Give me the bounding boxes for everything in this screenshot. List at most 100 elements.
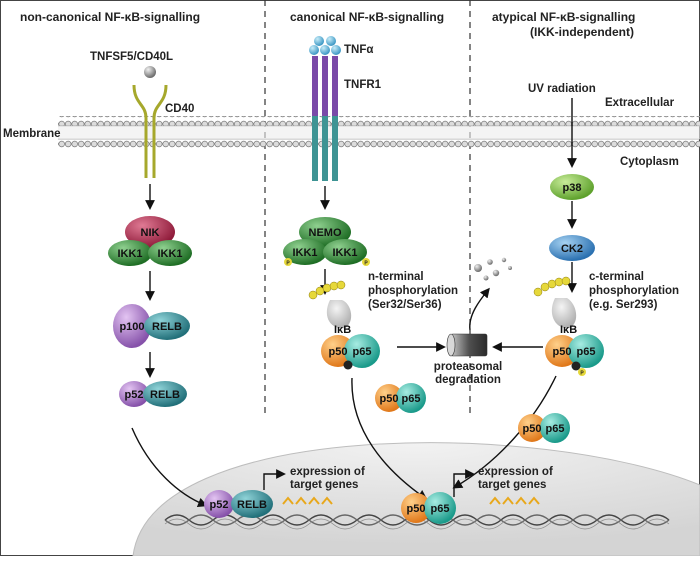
ubiquitin-chain — [533, 276, 571, 297]
p65-protein — [344, 334, 380, 368]
relb-protein-2 — [143, 381, 187, 407]
expression-label-2b: target genes — [478, 479, 546, 491]
ikk1-protein-a — [108, 240, 152, 266]
p52-label: p52 — [125, 389, 144, 401]
relb-label-2: RELB — [150, 389, 180, 401]
ikk1-label-c: IKK1 — [292, 247, 317, 259]
cytoplasm-label: Cytoplasm — [620, 156, 679, 168]
p50-label: p50 — [553, 346, 572, 358]
ikb-p50-p65-complex-canonical: IκB p50 p65 — [308, 280, 380, 370]
nik-ikk-complex: NIK IKK1 IKK1 — [108, 216, 192, 266]
ikk1-label-a: IKK1 — [117, 248, 142, 260]
header-noncanonical: non-canonical NF-κB-signalling — [20, 10, 200, 24]
p52-protein — [119, 381, 149, 407]
ubiquitin-chain — [308, 280, 346, 300]
ikb-p50-p65-complex-atypical: IκB p50 p65 P — [533, 276, 604, 377]
arrow-degradation-products — [469, 287, 490, 331]
phospho-label: P — [364, 261, 368, 267]
expression-label-1a: expression of — [290, 466, 365, 478]
header-canonical: canonical NF-κB-signalling — [290, 10, 444, 24]
p65-label: p65 — [577, 346, 596, 358]
phospho-label: P — [286, 261, 290, 267]
p65-label: p65 — [546, 423, 565, 435]
tnfr1-receptor — [312, 56, 338, 181]
tnf-alpha-label: TNFα — [344, 44, 373, 56]
nterm-phos-label-1: n-terminal — [368, 271, 424, 283]
relb-label: RELB — [152, 321, 182, 333]
expression-label-2a: expression of — [478, 466, 553, 478]
cd40l-label: TNFSF5/CD40L — [90, 51, 173, 63]
p50-label: p50 — [329, 346, 348, 358]
nik-protein — [125, 216, 175, 248]
cterm-phos-label-3: (e.g. Ser293) — [589, 299, 658, 311]
ikk1-protein-d — [323, 239, 367, 265]
p52-relb-complex: p52 RELB — [119, 381, 187, 407]
p100-relb-complex: p100 RELB — [113, 304, 190, 348]
free-p50-p65-dimer-2: p50 p65 — [518, 413, 570, 443]
p65-label: p65 — [402, 393, 421, 405]
arrow-p50p65-nucleus-canonical — [351, 377, 428, 500]
cd40l-ligand — [144, 66, 156, 78]
cell-membrane — [58, 116, 700, 149]
p50-label: p50 — [407, 503, 426, 515]
ikb-protein — [326, 300, 352, 329]
degradation-label-1: proteasomal — [434, 361, 502, 373]
transcription-arrow-1 — [263, 469, 286, 490]
phospho-marker — [284, 258, 292, 266]
ikb-label: IκB — [334, 324, 351, 336]
ikk1-label-d: IKK1 — [332, 247, 357, 259]
p52-label: p52 — [210, 499, 229, 511]
p50-p65-dna-bound: p50 p65 — [401, 492, 456, 524]
phospho-label: P — [580, 371, 584, 377]
free-p50-p65-dimer-1: p50 p65 — [375, 383, 426, 413]
p65-label: p65 — [431, 503, 450, 515]
ikk1-protein-c — [283, 239, 327, 265]
extracellular-label: Extracellular — [605, 97, 675, 109]
mrna-2 — [489, 496, 540, 505]
header-atypical: atypical NF-κB-signalling — [492, 10, 635, 24]
ck2-protein — [549, 235, 595, 261]
cterm-phos-label-2: phosphorylation — [589, 285, 679, 297]
nemo-protein — [299, 217, 351, 247]
cd40-receptor — [132, 84, 168, 178]
relb-protein — [144, 312, 190, 340]
p50-label: p50 — [380, 393, 399, 405]
ikk1-protein-b — [148, 240, 192, 266]
header-atypical-sub: (IKK-independent) — [530, 25, 634, 39]
expression-label-1b: target genes — [290, 479, 358, 491]
transcription-arrow-2 — [453, 469, 475, 497]
uv-radiation-label: UV radiation — [528, 83, 596, 95]
tnfr1-label: TNFR1 — [344, 79, 382, 91]
membrane-label: Membrane — [3, 128, 61, 140]
p38-label: p38 — [563, 182, 582, 194]
phospho-marker — [578, 368, 586, 376]
nterm-phos-label-3: (Ser32/Ser36) — [368, 299, 442, 311]
ikb-protein — [551, 298, 577, 329]
nemo-ikk-complex: NEMO IKK1 IKK1 P P — [283, 217, 370, 267]
phospho-marker — [362, 258, 370, 266]
p50-label: p50 — [523, 423, 542, 435]
cd40-label: CD40 — [165, 103, 194, 115]
arrow-p52-nucleus — [131, 427, 208, 507]
ikb-label: IκB — [560, 324, 577, 336]
nik-label: NIK — [141, 227, 160, 239]
p100-label: p100 — [119, 321, 144, 333]
nterm-phos-label-2: phosphorylation — [368, 285, 458, 297]
tnf-alpha-ligand — [309, 36, 341, 55]
degradation-label-2: degradation — [435, 374, 501, 386]
p65-label: p65 — [353, 346, 372, 358]
nemo-label: NEMO — [309, 227, 342, 239]
p65-protein — [568, 334, 604, 368]
cterm-phos-label-1: c-terminal — [589, 271, 644, 283]
ck2-label: CK2 — [561, 243, 583, 255]
ikk1-label-b: IKK1 — [157, 248, 182, 260]
p100-protein — [113, 304, 151, 348]
relb-label: RELB — [237, 499, 267, 511]
p38-protein — [550, 174, 594, 200]
proteasome-cylinder — [446, 333, 488, 357]
p52-relb-dna-bound: p52 RELB — [204, 490, 273, 518]
mrna-1 — [282, 496, 333, 505]
degradation-fragments — [474, 257, 512, 281]
